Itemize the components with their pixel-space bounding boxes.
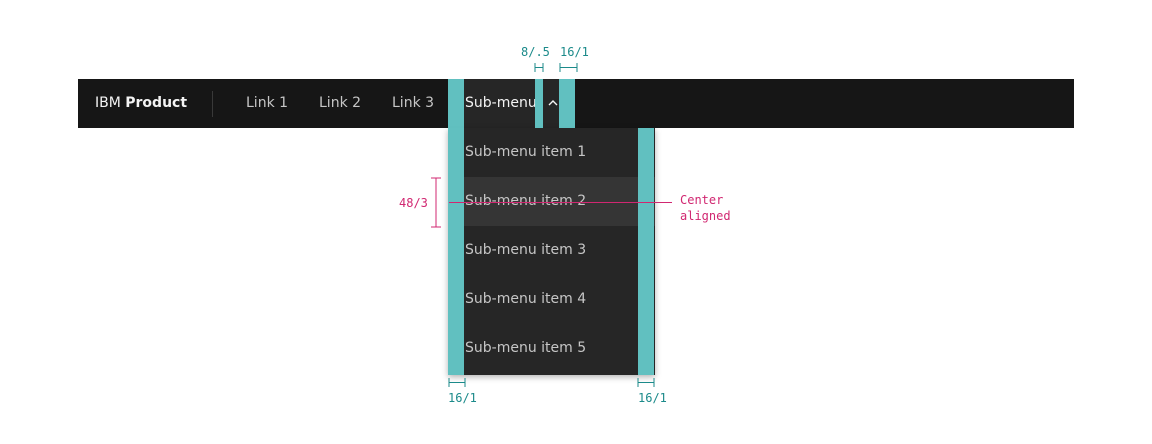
brand-prefix: IBM [95, 95, 121, 111]
submenu-item-2[interactable]: Sub-menu item 2 [448, 177, 655, 226]
submenu-dropdown: Sub-menu item 1 Sub-menu item 2 Sub-menu… [448, 128, 655, 375]
submenu-trigger[interactable]: Sub-menu [448, 79, 575, 128]
submenu-label: Sub-menu [465, 95, 537, 111]
annotation-center-line-1: Center [680, 193, 724, 207]
padding-marker-right [638, 128, 654, 375]
submenu-item-5[interactable]: Sub-menu item 5 [448, 324, 655, 373]
nav-link-3[interactable]: Link 3 [392, 95, 435, 111]
submenu-item-label: Sub-menu item 2 [465, 193, 587, 209]
submenu-item-4[interactable]: Sub-menu item 4 [448, 275, 655, 324]
annotation-gap-right: 16/1 [560, 45, 589, 59]
padding-marker-left [448, 79, 464, 375]
header-divider [212, 91, 213, 117]
submenu-item-label: Sub-menu item 3 [465, 242, 587, 258]
brand-product: Product [125, 95, 188, 111]
gap-marker-right [559, 79, 575, 128]
annotation-gap-small: 8/.5 [521, 45, 550, 59]
brand-name[interactable]: IBM Product [95, 79, 187, 128]
nav-link-2[interactable]: Link 2 [319, 95, 362, 111]
submenu-item-3[interactable]: Sub-menu item 3 [448, 226, 655, 275]
submenu-item-label: Sub-menu item 4 [465, 291, 587, 307]
nav-link-1[interactable]: Link 1 [246, 95, 289, 111]
chevron-up-icon [548, 100, 558, 106]
gap-marker-small [535, 79, 543, 128]
ui-shell-header: IBM Product Link 1 Link 2 Link 3 Sub-men… [78, 79, 1074, 128]
submenu-item-label: Sub-menu item 1 [465, 144, 587, 160]
submenu-item-1[interactable]: Sub-menu item 1 [448, 128, 655, 177]
annotation-pad-left: 16/1 [448, 391, 477, 405]
annotation-pad-right: 16/1 [638, 391, 667, 405]
annotation-center-line-2: aligned [680, 209, 731, 223]
annotation-item-height: 48/3 [399, 196, 428, 210]
submenu-item-label: Sub-menu item 5 [465, 340, 587, 356]
